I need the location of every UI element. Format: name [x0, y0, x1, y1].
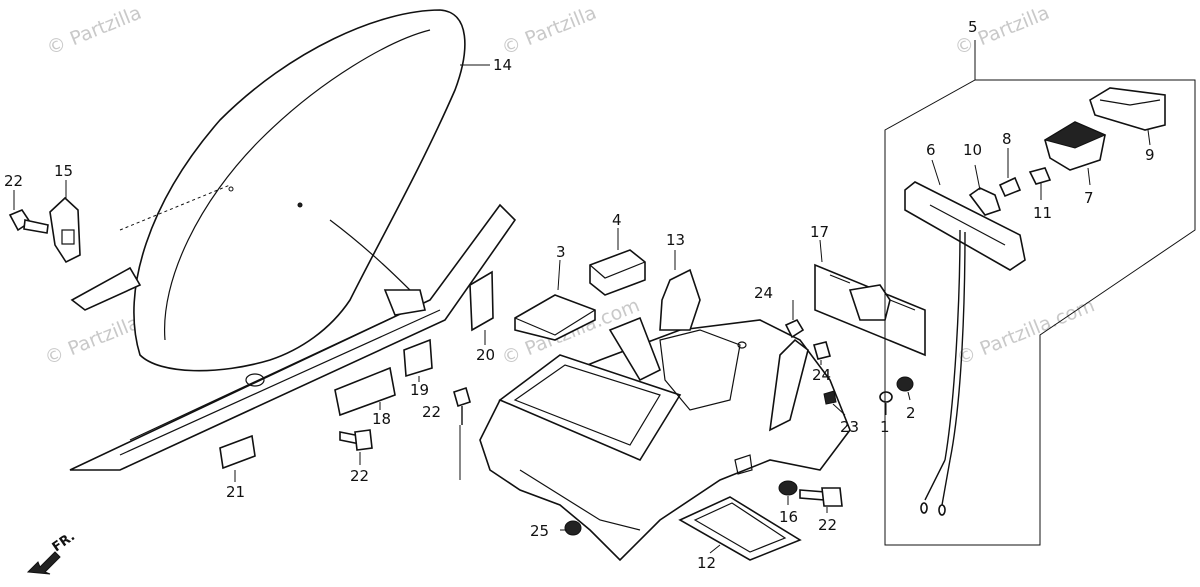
decal-part-21: [219, 434, 256, 470]
nut-part-25: [564, 520, 582, 536]
bolt-part-22-right: [799, 487, 843, 507]
callout-6: 6: [926, 141, 936, 159]
callout-22-upper: 22: [422, 403, 441, 421]
callout-19: 19: [410, 381, 429, 399]
callout-3: 3: [556, 243, 566, 261]
part-10: [968, 187, 1002, 216]
decal-part-20: [469, 270, 494, 332]
part-3-module: [514, 294, 596, 341]
leader-lines: [13, 40, 1151, 554]
callout-23: 23: [840, 418, 859, 436]
watermark: © Partzilla.com: [954, 294, 1098, 369]
callout-20: 20: [476, 346, 495, 364]
callout-9: 9: [1145, 146, 1155, 164]
callout-12: 12: [697, 554, 716, 572]
callout-14: 14: [493, 56, 512, 74]
callout-2: 2: [906, 404, 916, 422]
lens-part-9: [1089, 87, 1166, 131]
decal-part-19: [403, 338, 433, 378]
watermark: © Partzilla: [44, 2, 145, 60]
decals: [219, 270, 494, 470]
decal-part-18: [334, 366, 396, 417]
tail-light-assembly-part-5: [884, 79, 1196, 546]
callout-24-upper: 24: [754, 284, 773, 302]
callout-5: 5: [968, 18, 978, 36]
screw-part-23: [823, 390, 837, 405]
screw-part-11: [1028, 167, 1052, 185]
callout-13: 13: [666, 231, 685, 249]
spring-part-8: [998, 176, 1022, 198]
callout-22-right: 22: [818, 516, 837, 534]
nut-part-24-lower: [813, 341, 831, 360]
callout-21: 21: [226, 483, 245, 501]
watermark: © Partzilla: [499, 2, 600, 60]
direction-label: FR.: [50, 529, 78, 555]
bolt-part-22-upper: [453, 386, 471, 425]
callout-8: 8: [1002, 130, 1012, 148]
front-direction-arrow-icon: FR.: [26, 529, 78, 575]
inner-fender-part-13: [479, 268, 851, 562]
bolt-part-22-left: [8, 209, 49, 234]
callout-15: 15: [54, 162, 73, 180]
callout-labels: 1 2 3 4 5 6 7 8 9 10 11 12 13 14 15 16 1…: [4, 18, 1155, 572]
nut-part-24-upper: [784, 318, 805, 339]
callout-24-lower: 24: [812, 366, 831, 384]
part-4-relay: [589, 249, 646, 296]
callout-22-center: 22: [350, 467, 369, 485]
bracket-part-15: [49, 196, 81, 264]
grommet-part-16: [778, 480, 798, 496]
callout-18: 18: [372, 410, 391, 428]
callout-16: 16: [779, 508, 798, 526]
callout-10: 10: [963, 141, 982, 159]
rear-fender-part-14: [69, 9, 517, 471]
callout-4: 4: [612, 211, 622, 229]
callout-11: 11: [1033, 204, 1052, 222]
license-bracket-part-17: [814, 263, 926, 357]
callout-22-left: 22: [4, 172, 23, 190]
callout-1: 1: [880, 418, 890, 436]
washer-part-1: [879, 391, 893, 403]
callout-7: 7: [1084, 189, 1094, 207]
callout-17: 17: [810, 223, 829, 241]
watermark: © Partzilla: [952, 2, 1053, 60]
callout-25: 25: [530, 522, 549, 540]
pad-part-12: [678, 496, 802, 561]
bolt-part-22-center: [339, 429, 373, 451]
nut-part-2: [896, 376, 914, 392]
